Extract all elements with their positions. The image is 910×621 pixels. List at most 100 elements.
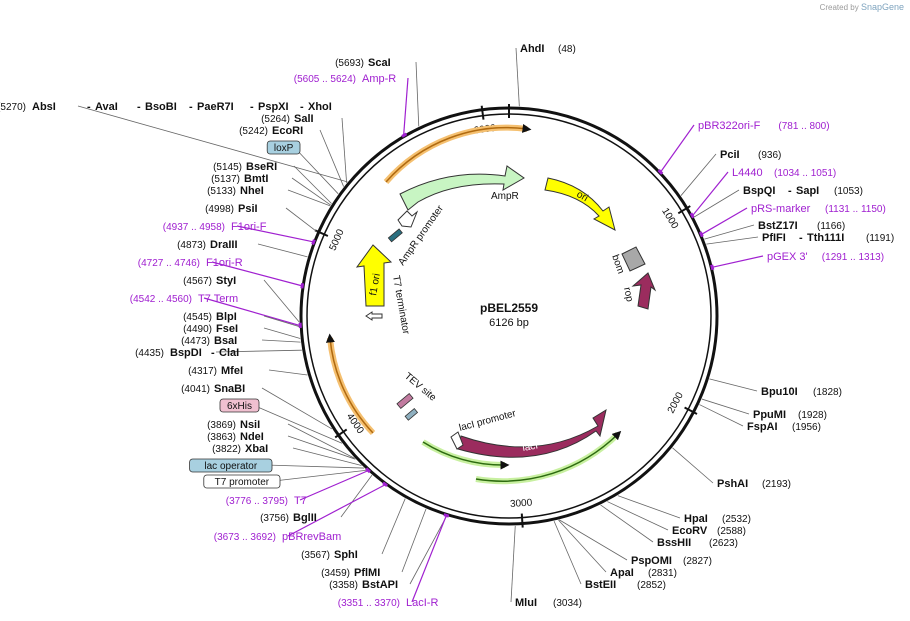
label-fspai: FspAI (1956) (747, 421, 821, 433)
connector-line (415, 61, 420, 127)
laci-label: lacI (522, 440, 539, 454)
site-name: NdeI (240, 431, 264, 443)
site-name: NsiI (240, 419, 260, 431)
primer-range: (4937 .. 4958) (163, 222, 225, 233)
site-position: (4473) (181, 336, 210, 347)
connector-line (713, 255, 764, 268)
label-pbrrevbam: (3673 .. 3692)pBRrevBam (214, 531, 342, 543)
label-bspdi: (4435) BspDI (135, 347, 202, 359)
primer-range: (4727 .. 4746) (138, 258, 200, 269)
site-position: (1956) (792, 422, 821, 433)
label-bglii: (3756)BglII (260, 512, 317, 524)
connector-line (263, 315, 300, 328)
connector-line (261, 339, 301, 343)
label-clai: -ClaI (211, 347, 239, 359)
site-name: EcoRV (672, 525, 708, 537)
connector-line (287, 423, 355, 459)
primer-range: (3776 .. 3795) (226, 496, 288, 507)
label-bpu10i: Bpu10I(1828) (761, 386, 842, 398)
connector-line (261, 387, 333, 430)
connector-line (704, 224, 755, 240)
site-name: DraIII (210, 239, 238, 251)
feature-box (266, 140, 301, 155)
tick-label: 3000 (510, 498, 533, 510)
site-position: (3863) (207, 432, 236, 443)
site-position: (4435) (135, 348, 164, 359)
label-hpai: HpaI(2532) (684, 513, 751, 525)
site-position: (3869) (207, 420, 236, 431)
site-position: (3756) (260, 513, 289, 524)
label-apai: ApaI(2831) (610, 567, 677, 579)
connector-line (617, 495, 681, 519)
site-name: BstZ17I (758, 220, 798, 232)
label-styi: (4567)StyI (183, 275, 236, 287)
site-name: SalI (294, 113, 314, 125)
connector-line (701, 398, 750, 415)
label-separator: - (137, 101, 141, 113)
site-name: FspAI (747, 421, 778, 433)
primer-range: (4542 .. 4560) (130, 294, 192, 305)
label-avai: -AvaI (87, 101, 118, 113)
primer-range: (3351 .. 3370) (338, 598, 400, 609)
connector-line (299, 470, 368, 501)
connector-line (77, 105, 348, 183)
label-mlui: MluI(3034) (515, 597, 582, 609)
site-position: (3567) (301, 550, 330, 561)
connector-line (263, 279, 300, 323)
connector-line (287, 435, 356, 460)
connector-line (293, 165, 332, 204)
connector-line (292, 447, 362, 466)
connector-line (236, 225, 313, 243)
connector-line (203, 297, 300, 326)
rop-arrow (631, 272, 657, 310)
site-name: BspDI (170, 347, 202, 359)
ori-arrow (544, 177, 616, 231)
site-position: (2193) (762, 479, 791, 490)
label-bseri: (5145)BseRI (213, 161, 277, 173)
primer-range: (1034 .. 1051) (774, 168, 836, 179)
ampr-label: AmpR (491, 191, 519, 202)
connector-line (401, 508, 427, 573)
label-fsei: (4490)FseI (183, 323, 238, 335)
connector-line (553, 520, 582, 585)
site-name: SphI (334, 549, 358, 561)
primer-mark (657, 169, 664, 175)
site-name: PaeR7I (197, 101, 234, 113)
primer-name: pGEX 3' (767, 251, 808, 263)
site-name: XhoI (308, 101, 332, 113)
label-pspomi: PspOMI(2827) (631, 555, 712, 567)
connector-line (672, 447, 714, 484)
connector-line (607, 501, 669, 531)
site-name: BsaI (214, 335, 237, 347)
watermark-brand: SnapGene (860, 2, 904, 12)
label-ecorv: EcoRV(2588) (672, 525, 746, 537)
connector-line (287, 189, 331, 207)
site-name: AbsI (32, 101, 56, 113)
label-separator: - (799, 232, 803, 244)
site-name: BstEII (585, 579, 616, 591)
label-6xhis: 6xHis (219, 398, 260, 413)
t7-terminator-label: T7 terminator (390, 275, 411, 336)
ampr-promoter-arrow (397, 210, 419, 228)
connector-line (694, 189, 740, 218)
primer-name: F1ori-R (206, 257, 243, 269)
label-ampr-r: (5605 .. 5624)Amp-R (294, 73, 397, 85)
label-bsai: (4473) BsaI (181, 335, 237, 347)
site-name: Bpu10I (761, 386, 798, 398)
label-pshai: PshAI(2193) (717, 478, 791, 490)
primer-range: (1291 .. 1313) (822, 252, 884, 263)
tick-line (334, 428, 348, 439)
connector-line (263, 327, 301, 339)
label-loxp: loxP (266, 140, 301, 155)
ori-label: ori (575, 189, 590, 204)
connector-line (600, 504, 654, 543)
site-position: (5264) (261, 114, 290, 125)
tick-label: 2000 (666, 390, 686, 415)
tick-line (520, 513, 524, 528)
site-name: XbaI (245, 443, 268, 455)
site-name: SnaBI (214, 383, 245, 395)
site-position: (4998) (205, 204, 234, 215)
site-position: (3034) (553, 598, 582, 609)
label-bmti: (5137)BmtI (211, 173, 268, 185)
label-ecori: (5242)EcoRI (239, 125, 303, 137)
